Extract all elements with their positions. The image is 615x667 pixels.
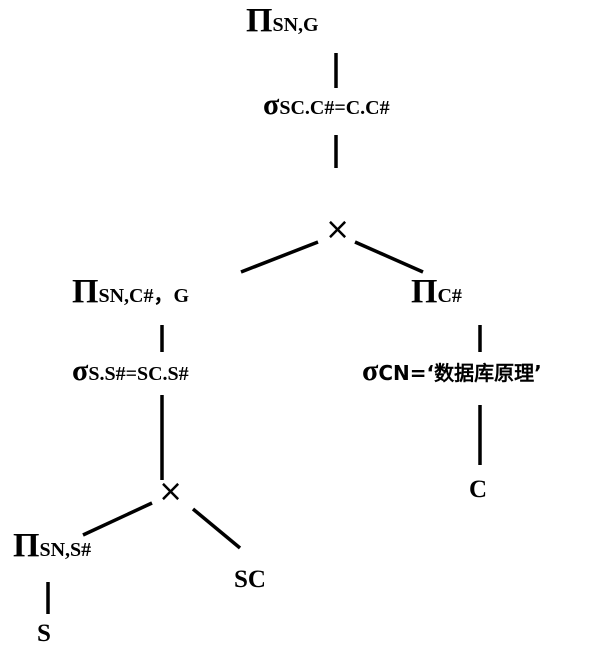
pi-symbol: Π: [246, 2, 273, 39]
selection-left-condition: S.S#=SC.S#: [88, 363, 189, 385]
projection-s: ΠSN,S#: [13, 527, 91, 565]
projection-left: ΠSN,C#，G: [72, 273, 189, 311]
cross-product-top: ×: [325, 212, 351, 247]
projection-c: ΠC#: [411, 273, 462, 311]
pi-symbol: Π: [72, 273, 99, 310]
selection-top-condition: SC.C#=C.C#: [279, 97, 390, 119]
sigma-symbol: σ: [72, 354, 89, 387]
pi-symbol: Π: [13, 527, 40, 564]
selection-c-condition: CN=‘数据库原理’: [378, 361, 542, 385]
projection-top-attrs: SN,G: [272, 14, 319, 36]
relation-c: C: [469, 476, 488, 503]
pi-symbol: Π: [411, 273, 438, 310]
edge-join-top-proj-c: [354, 240, 424, 274]
selection-left: σS.S#=SC.S#: [72, 354, 189, 388]
edge-join-left-sc: [191, 507, 242, 550]
projection-left-attrs: SN,C#，G: [98, 285, 190, 307]
selection-top: σSC.C#=C.C#: [263, 88, 390, 122]
edge-join-top-proj-left: [240, 240, 319, 274]
selection-c: σCN=‘数据库原理’: [362, 354, 542, 388]
projection-top: ΠSN,G: [246, 2, 319, 40]
projection-c-attrs: C#: [437, 285, 462, 307]
cross-product-left: ×: [158, 474, 184, 509]
edge-join-left-proj-s: [82, 501, 153, 537]
sigma-symbol: σ: [362, 354, 379, 387]
relation-s: S: [37, 620, 51, 647]
sigma-symbol: σ: [263, 88, 280, 121]
relation-sc: SC: [234, 566, 266, 593]
projection-s-attrs: SN,S#: [39, 539, 92, 561]
